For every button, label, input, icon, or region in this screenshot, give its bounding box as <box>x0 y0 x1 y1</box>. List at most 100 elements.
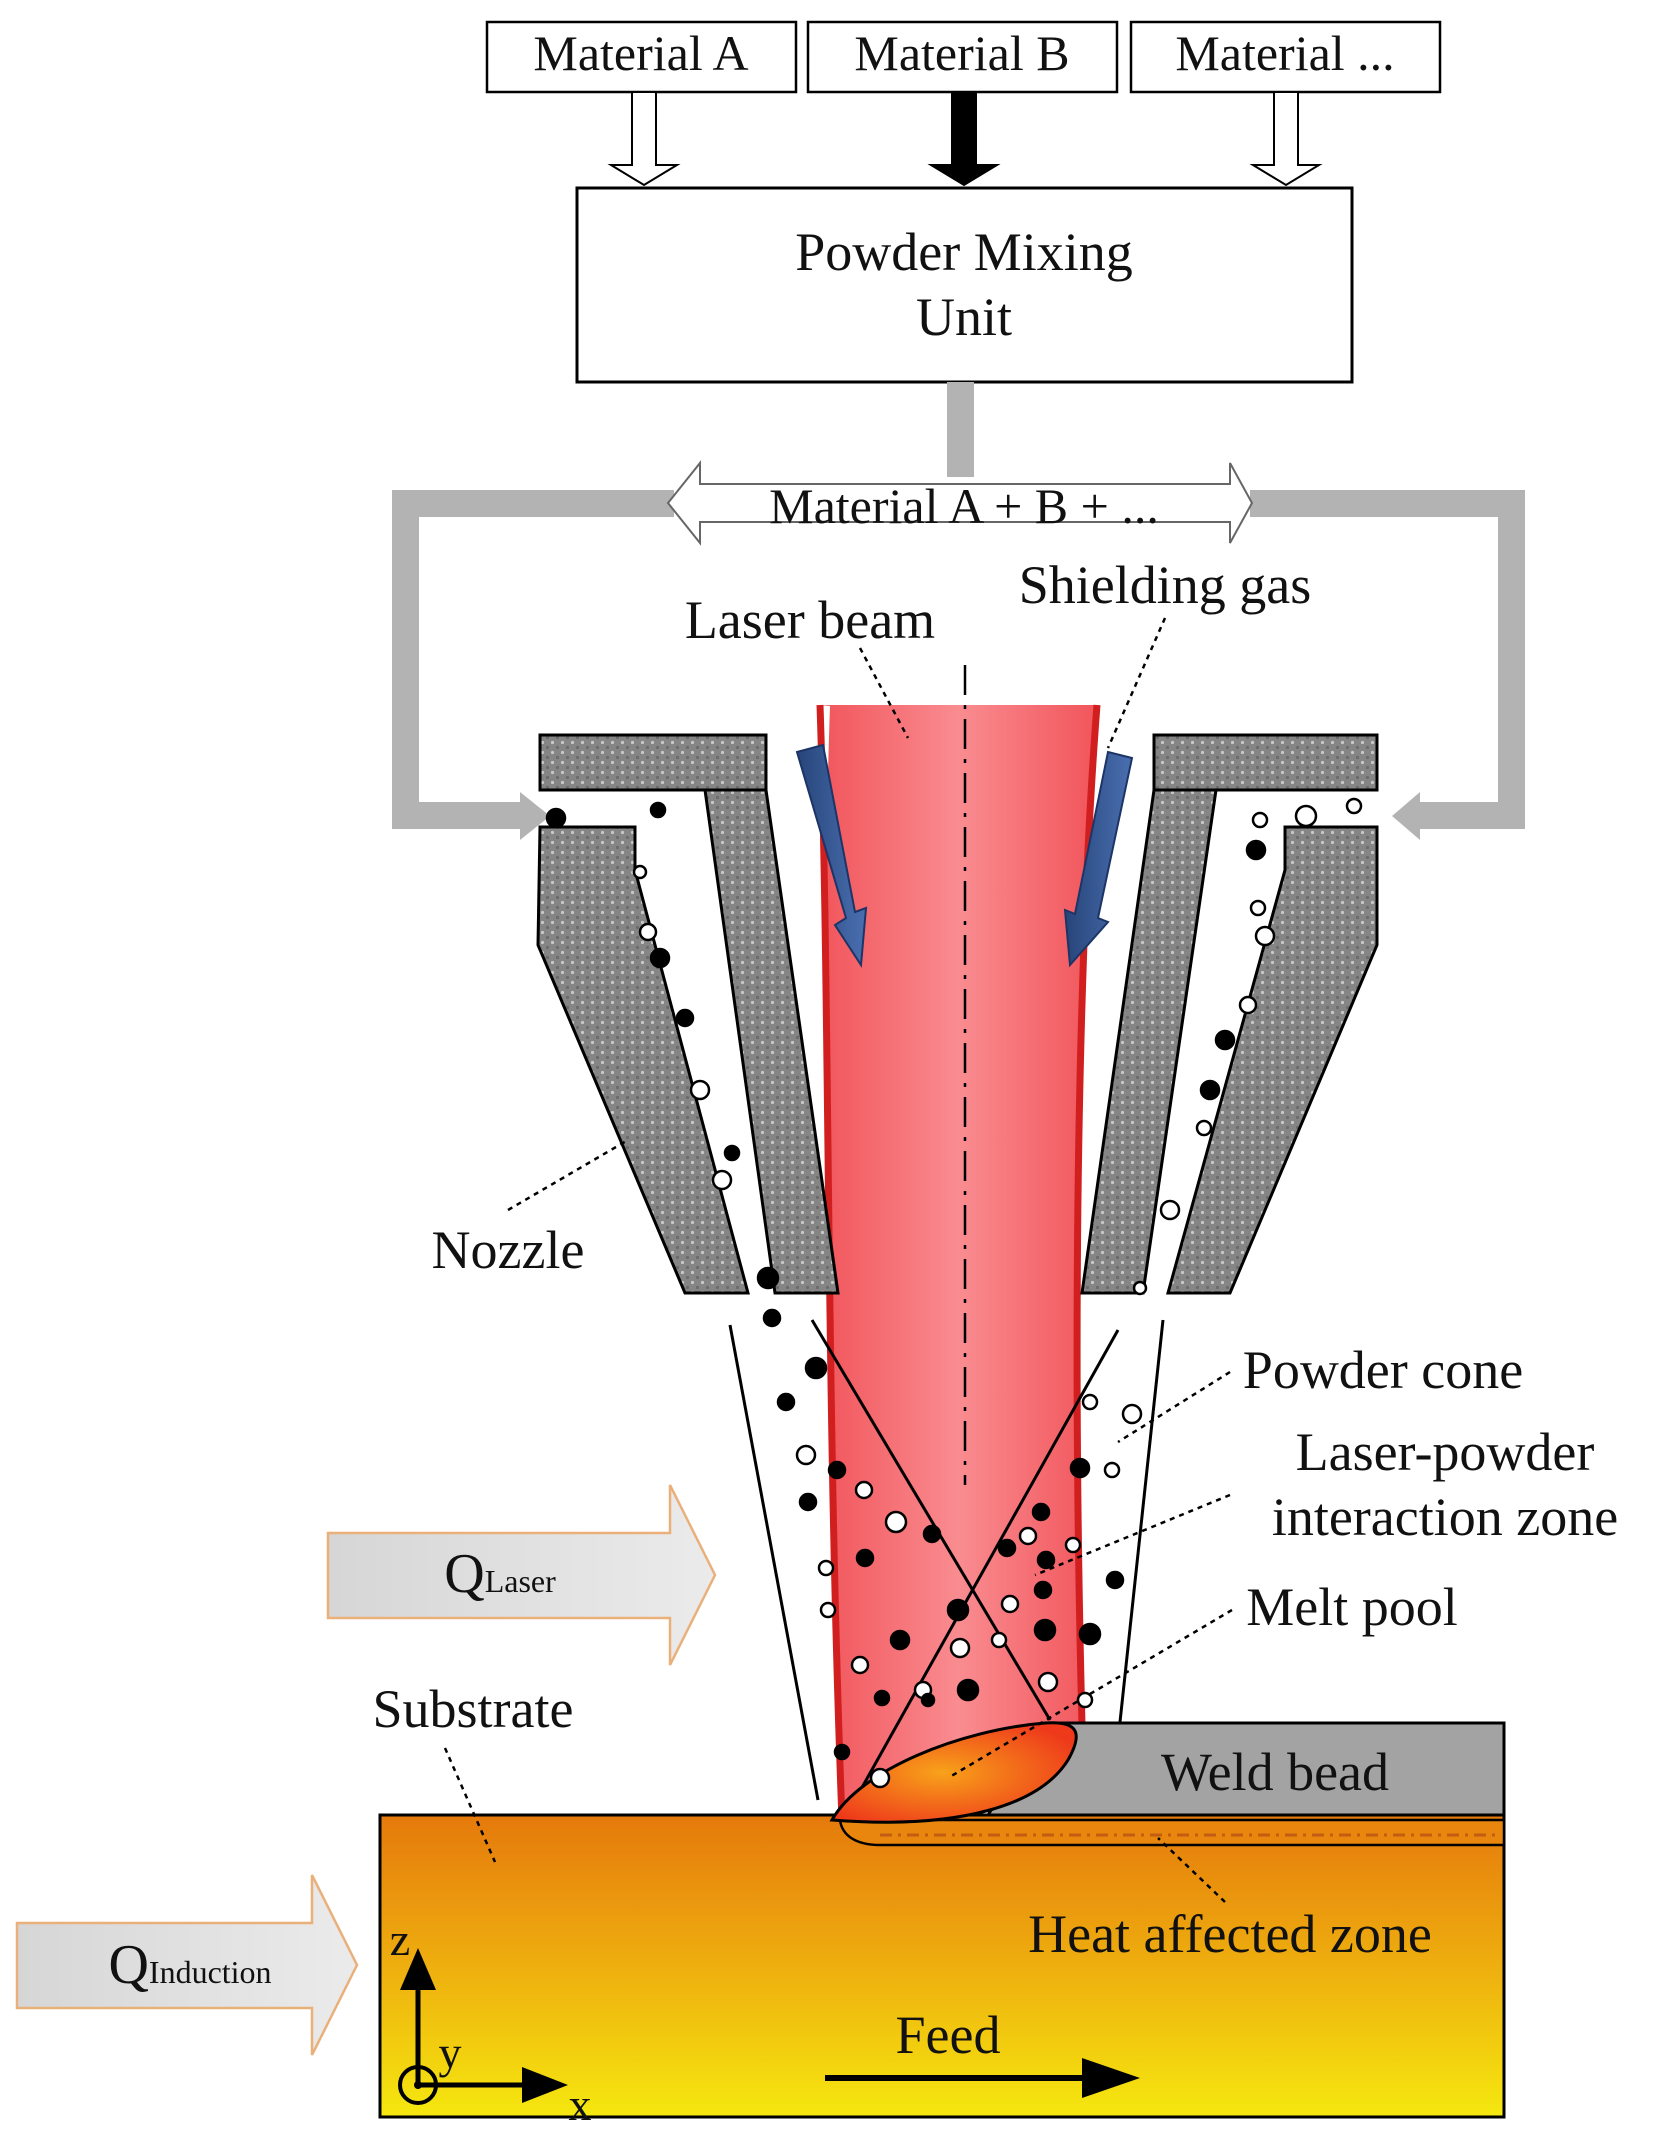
powder-particle <box>1249 899 1267 917</box>
powder-particle <box>873 1689 891 1707</box>
substrate-label: Substrate <box>373 1679 574 1739</box>
powder-particle <box>711 1169 733 1191</box>
laser-heat-input-arrow: QLaser <box>326 1484 717 1666</box>
material-other-box: Material ... <box>1129 20 1442 94</box>
powder-cone-lines <box>728 1319 1165 1801</box>
q-laser-label: QLaser <box>444 1543 556 1605</box>
nozzle <box>536 733 1379 1295</box>
distribution-double-arrow <box>666 460 1254 546</box>
powder-particle <box>762 1308 782 1328</box>
material-other-label: Material ... <box>1175 25 1394 81</box>
nozzle-label: Nozzle <box>432 1220 585 1280</box>
powder-particle <box>817 1559 835 1577</box>
coordinate-axes <box>398 1948 568 2105</box>
material-b-arrow <box>927 91 1001 187</box>
nozzle-leader <box>507 1138 629 1212</box>
powder-particle <box>854 1480 874 1500</box>
powder-particle <box>723 1144 741 1162</box>
powder-particle <box>956 1678 980 1702</box>
powder-particle <box>756 1266 780 1290</box>
powder-particle <box>1064 1536 1082 1554</box>
heat-affected-zone-label: Heat affected zone <box>1028 1904 1432 1964</box>
nozzle-left-outer-body <box>536 825 750 1295</box>
powder-particle <box>1238 995 1258 1015</box>
powder-particle <box>1159 1199 1181 1221</box>
powder-particle <box>1105 1570 1125 1590</box>
induction-heat-input-arrow: QInduction <box>15 1874 359 2056</box>
powder-cone-leader <box>1117 1370 1231 1444</box>
axis-z-label: z <box>390 1914 410 1965</box>
melt-pool-label: Melt pool <box>1246 1577 1458 1637</box>
nozzle-right-outer-body <box>1166 825 1379 1295</box>
powder-particle <box>689 1079 711 1101</box>
powder-particle <box>1121 1403 1143 1425</box>
powder-particle <box>545 807 567 829</box>
powder-particle <box>949 1637 971 1659</box>
q-induction-subscript: Induction <box>149 1954 272 1990</box>
powder-particle <box>1345 797 1363 815</box>
melt-pool <box>829 1721 1078 1824</box>
mixing-unit-label-line1: Powder Mixing <box>795 222 1133 282</box>
powder-particle <box>1294 804 1318 828</box>
powder-particle <box>1081 1393 1099 1411</box>
q-induction-symbol: Q <box>108 1934 148 1996</box>
powder-particle <box>1076 1691 1094 1709</box>
powder-particle <box>1214 1029 1236 1051</box>
powder-particles <box>545 797 1363 1789</box>
material-b-box: Material B <box>806 20 1119 94</box>
powder-particle <box>869 1767 891 1789</box>
shielding-gas-arrow-left <box>795 743 868 968</box>
powder-feed-pipes <box>392 382 1525 840</box>
laser-beam-edge-right <box>1073 704 1101 1726</box>
q-laser-symbol: Q <box>444 1543 484 1605</box>
material-a-label: Material A <box>533 25 748 81</box>
nozzle-left-upper <box>538 733 768 792</box>
laser-beam-label: Laser beam <box>685 590 935 650</box>
powder-particle <box>1033 1618 1057 1642</box>
powder-particle <box>1000 1594 1020 1614</box>
powder-particle <box>675 1008 695 1028</box>
q-laser-subscript: Laser <box>485 1563 556 1599</box>
interaction-zone-label-line2: interaction zone <box>1272 1487 1618 1547</box>
powder-particle <box>1018 1526 1038 1546</box>
feed-line-label: Material A + B + ... <box>769 478 1159 534</box>
powder-particle <box>1195 1119 1213 1137</box>
material-a-box: Material A <box>485 20 798 94</box>
material-other-arrow <box>1249 91 1323 187</box>
powder-particle <box>638 922 658 942</box>
q-induction-label: QInduction <box>108 1934 271 1996</box>
shielding-gas-label: Shielding gas <box>1019 555 1312 615</box>
powder-cone-label: Powder cone <box>1243 1340 1523 1400</box>
powder-particle <box>889 1629 911 1651</box>
powder-mixing-unit-box: Powder Mixing Unit <box>575 186 1354 384</box>
powder-particle <box>850 1655 870 1675</box>
powder-particle <box>833 1743 851 1761</box>
powder-particle <box>946 1598 970 1622</box>
powder-particle <box>776 1392 796 1412</box>
laser-beam-leader <box>858 647 910 739</box>
powder-particle <box>1037 1671 1059 1693</box>
weld-bead-label: Weld bead <box>1161 1742 1389 1802</box>
powder-particle <box>855 1548 875 1568</box>
feed-label: Feed <box>896 2005 1001 2065</box>
powder-particle <box>1036 1550 1056 1570</box>
powder-cross-lines <box>810 1319 1120 1801</box>
powder-particle <box>1245 839 1267 861</box>
powder-particle <box>1069 1457 1091 1479</box>
powder-particle <box>1132 1280 1148 1296</box>
material-a-arrow <box>607 91 681 187</box>
axis-y-label: y <box>439 2027 462 2078</box>
interaction-zone-label-line1: Laser-powder <box>1296 1422 1595 1482</box>
heat-affected-zone-band <box>838 1818 1506 1847</box>
shielding-gas-arrow-right <box>1063 750 1134 968</box>
powder-particle <box>649 947 671 969</box>
powder-particle <box>804 1356 828 1380</box>
powder-particle <box>884 1510 908 1534</box>
nozzle-left-inner-wall <box>703 788 840 1295</box>
powder-particle <box>1254 925 1276 947</box>
powder-particle <box>827 1460 847 1480</box>
powder-particle <box>819 1601 837 1619</box>
powder-particle <box>798 1492 818 1512</box>
powder-particle <box>632 864 648 880</box>
